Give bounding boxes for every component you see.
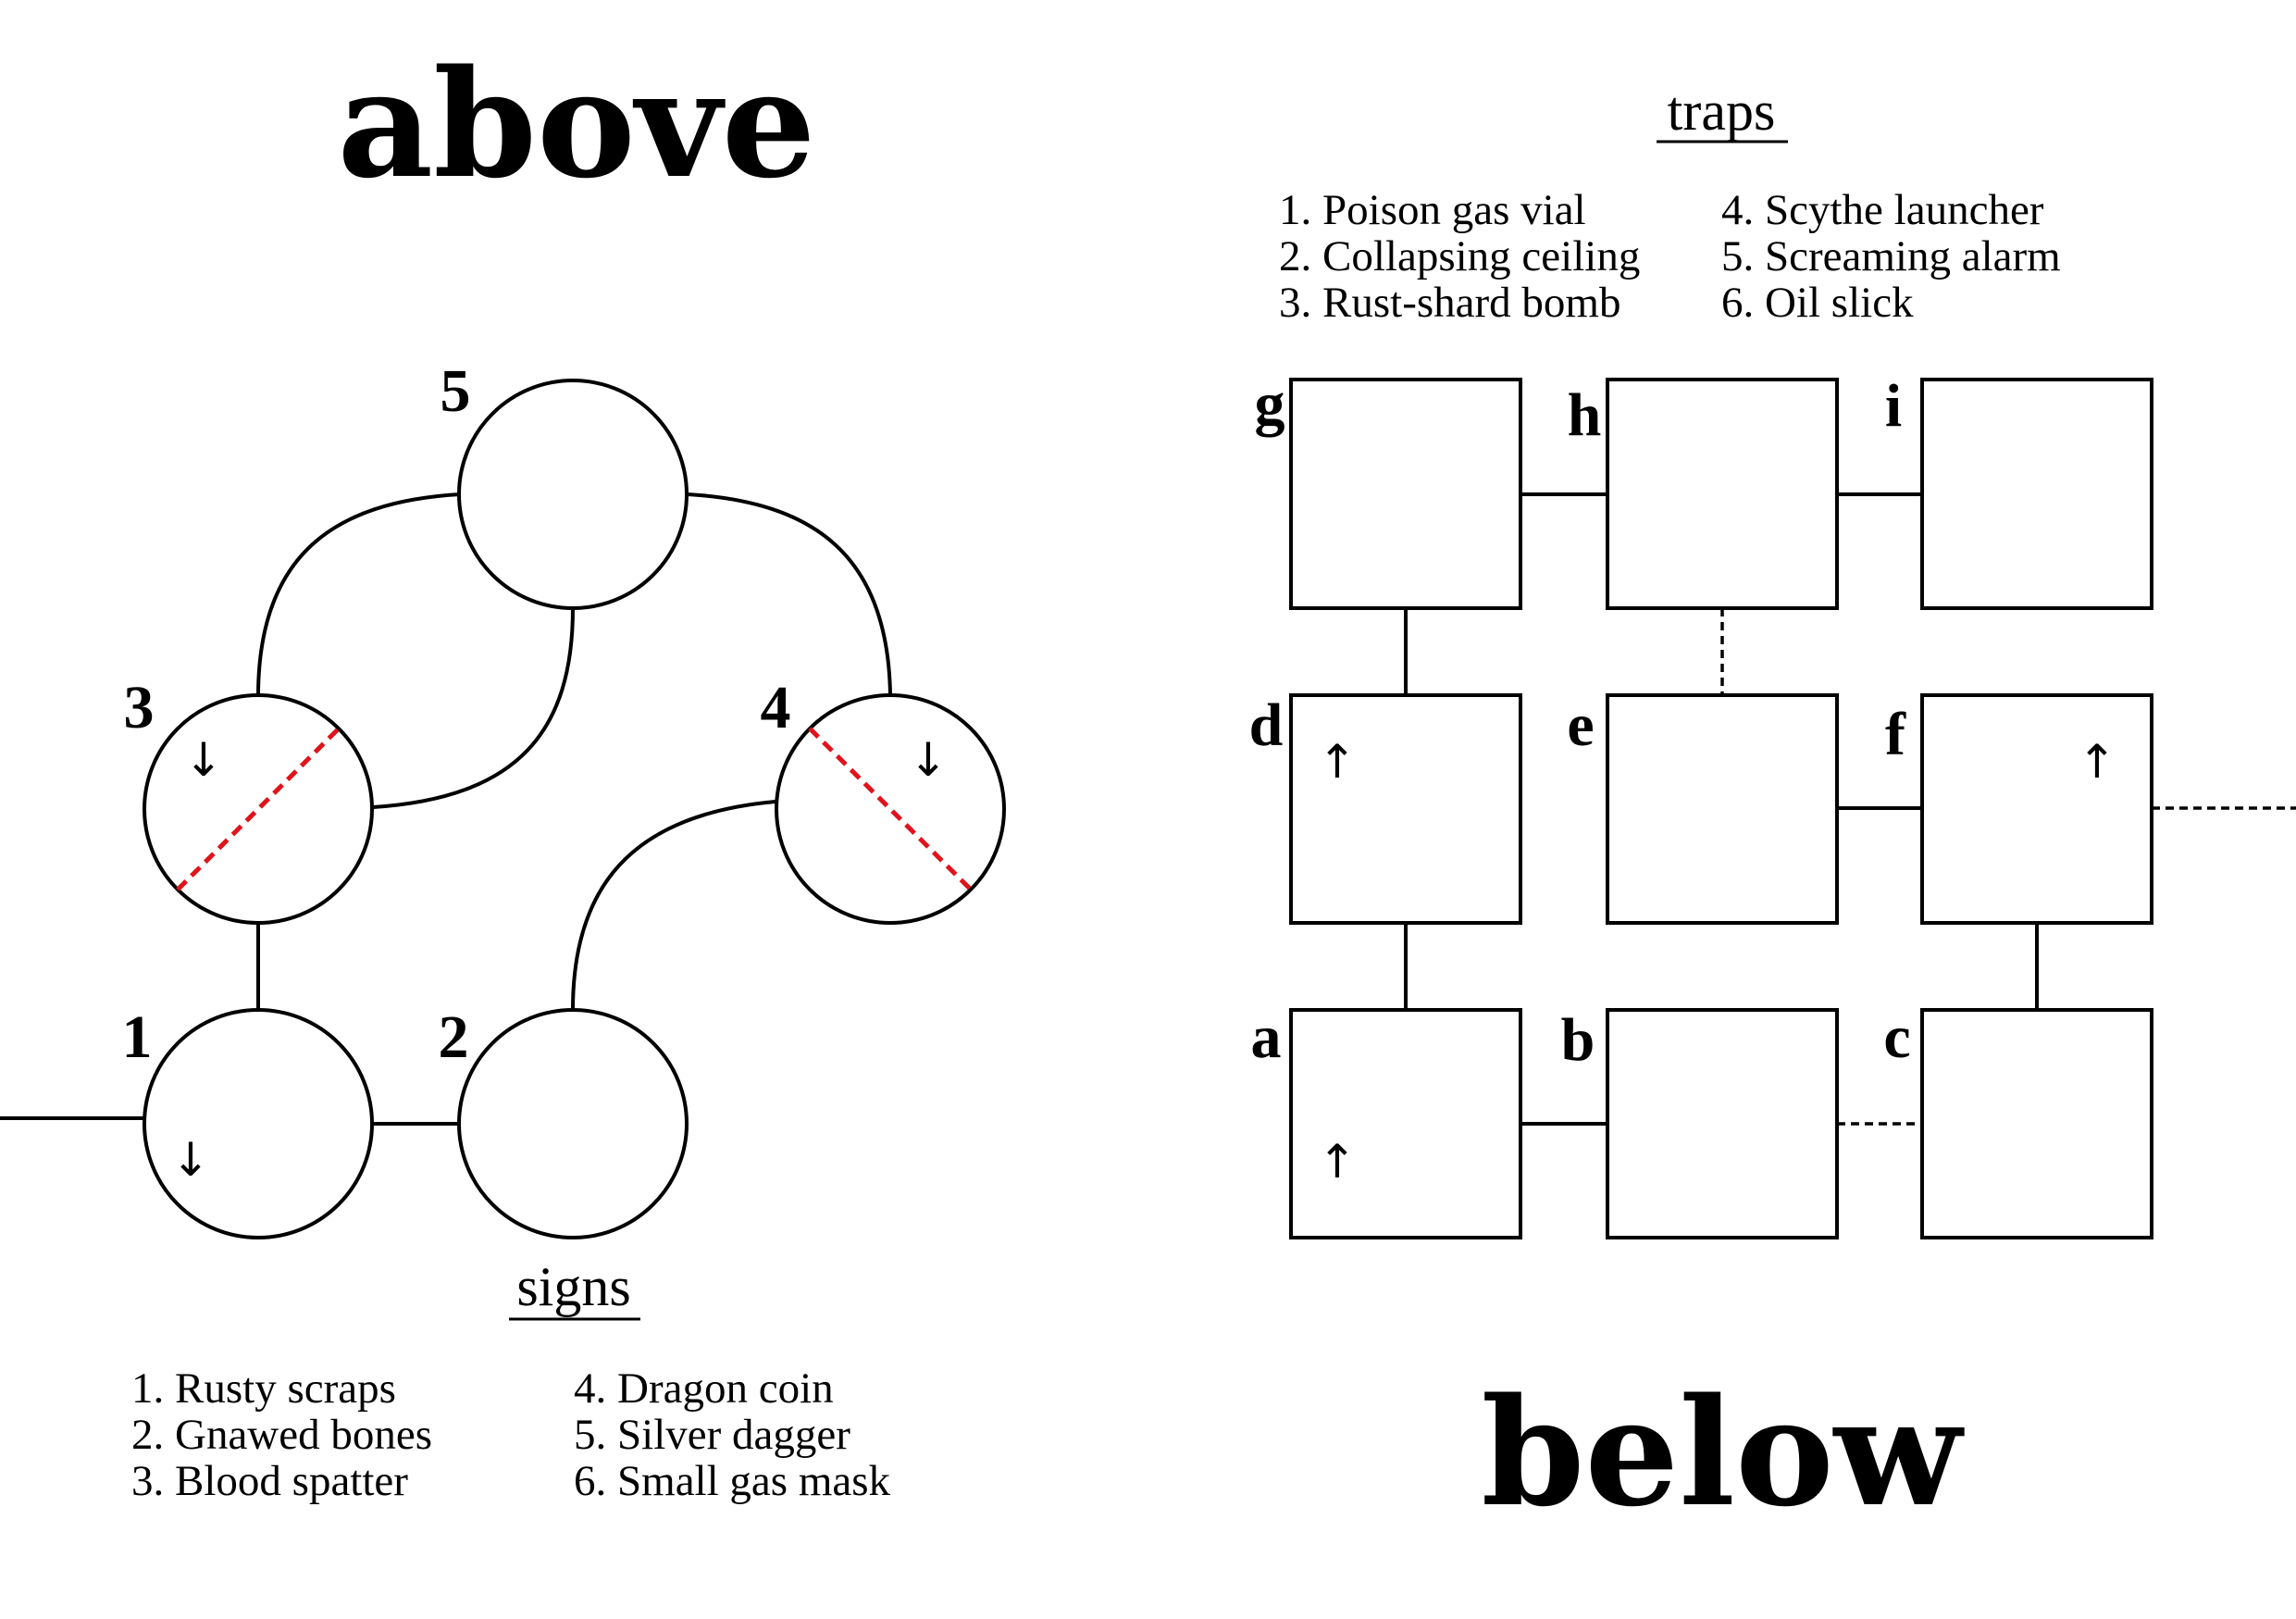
traps-list: 1. Poison gas vial 2. Collapsing ceiling… [1279, 186, 2061, 327]
room-c [1920, 1008, 2153, 1239]
trap-item: 4. Scythe launcher [1721, 186, 2044, 234]
room-label-b: b [1561, 1006, 1595, 1074]
room-label-h: h [1568, 381, 1602, 449]
trap-item: 6. Oil slick [1721, 279, 1914, 327]
sign-item: 1. Rusty scraps [131, 1364, 396, 1413]
arrow-up-icon: ↑ [2078, 735, 2116, 789]
above-node-2 [457, 1008, 689, 1239]
signs-list: 1. Rusty scraps 2. Gnawed bones 3. Blood… [131, 1364, 891, 1505]
node-label-3: 3 [124, 674, 155, 741]
room-label-a: a [1251, 1003, 1282, 1071]
link-5-3 [372, 607, 575, 809]
room-label-e: e [1567, 691, 1594, 759]
trap-item: 1. Poison gas vial [1279, 186, 1586, 234]
room-h [1606, 378, 1839, 610]
trap-item: 5. Screaming alarm [1721, 232, 2061, 280]
room-g [1289, 378, 1522, 610]
sign-item: 2. Gnawed bones [131, 1411, 432, 1459]
above-title: above [337, 37, 815, 211]
node-label-5: 5 [441, 357, 471, 425]
signs-heading: signs [516, 1256, 630, 1317]
arrow-down-icon: ↓ [184, 733, 223, 787]
arrow-down-icon: ↓ [171, 1133, 210, 1187]
below-connections [1404, 492, 2296, 1126]
above-node-1 [143, 1008, 374, 1239]
traps-heading: traps [1668, 81, 1776, 142]
node-label-2: 2 [439, 1003, 469, 1071]
node-label-4: 4 [761, 674, 791, 741]
above-connections [0, 492, 892, 1126]
room-label-g: g [1255, 370, 1285, 438]
node-label-1: 1 [122, 1003, 153, 1071]
arrow-up-icon: ↑ [1318, 1135, 1357, 1189]
room-label-d: d [1249, 691, 1284, 759]
room-label-f: f [1885, 701, 1906, 768]
arrow-down-icon: ↓ [909, 733, 948, 787]
link-2-4 [571, 800, 776, 1011]
above-node-5 [457, 379, 689, 610]
link-5-4 [687, 492, 892, 697]
room-a [1289, 1008, 1522, 1239]
room-b [1606, 1008, 1839, 1239]
sign-item: 3. Blood spatter [131, 1457, 408, 1505]
sign-item: 6. Small gas mask [574, 1457, 891, 1505]
arrow-up-icon: ↑ [1318, 735, 1357, 789]
room-i [1920, 378, 2153, 610]
room-label-c: c [1883, 1003, 1910, 1071]
link-3-5 [256, 492, 461, 697]
room-label-i: i [1885, 372, 1902, 440]
trap-item: 3. Rust-shard bomb [1279, 279, 1620, 327]
room-f [1920, 693, 2153, 925]
room-d [1289, 693, 1522, 925]
sign-item: 5. Silver dagger [574, 1411, 850, 1459]
trap-item: 2. Collapsing ceiling [1279, 232, 1640, 280]
room-e [1606, 693, 1839, 925]
sign-item: 4. Dragon coin [574, 1364, 834, 1413]
below-title: below [1482, 1365, 1965, 1539]
